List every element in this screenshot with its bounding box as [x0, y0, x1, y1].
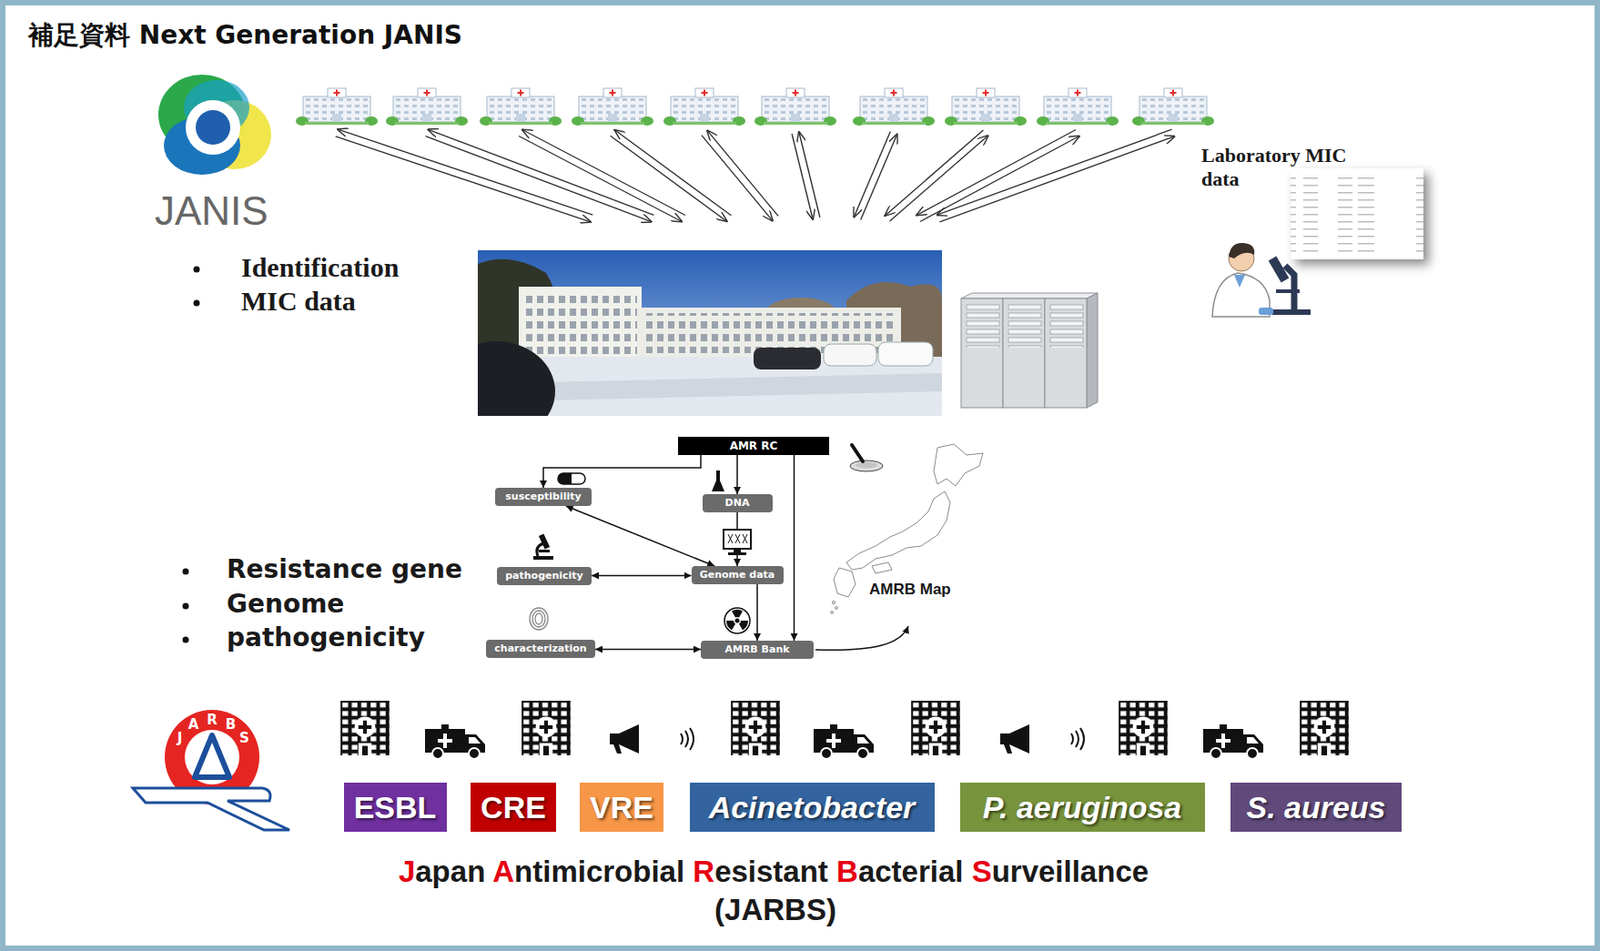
japan-map: [830, 444, 983, 614]
logo-letter: A: [188, 718, 200, 732]
initial-letter: R: [692, 854, 715, 889]
connector: [595, 648, 701, 651]
data-exchange-arrows: [335, 129, 1175, 223]
node-text: S. aureus: [1245, 791, 1386, 823]
building-photo: [477, 250, 942, 416]
center-box: AMR RC: [678, 436, 830, 456]
connector: [566, 506, 715, 567]
process-box: characterization: [486, 639, 596, 659]
janis-logo: [158, 74, 272, 175]
process-box: pathogenicity: [496, 567, 592, 586]
lab-table: [1290, 168, 1424, 260]
server-racks: [961, 293, 1098, 408]
logo-letter: R: [206, 713, 218, 728]
bullet-dots: [182, 266, 201, 644]
hospital-network-icons: [340, 700, 1349, 760]
pathogen-tag: S. aureus: [1230, 782, 1402, 832]
flask-icon: [711, 470, 725, 492]
node-text: Genome data: [698, 568, 777, 582]
connector: [736, 455, 739, 495]
pathogen-tag: CRE: [470, 782, 557, 832]
logo-letter: S: [239, 731, 250, 746]
initial-letter: S: [972, 854, 993, 889]
connector: [756, 584, 759, 641]
node-text: AMR RC: [685, 439, 822, 453]
bullet-item: pathogenicity: [226, 622, 426, 654]
node-text: VRE: [589, 791, 654, 823]
radiation-icon: [724, 607, 750, 634]
bullet-item: Identification: [241, 251, 399, 284]
map-label: AMRB Map: [867, 580, 953, 599]
connector: [793, 455, 796, 641]
node-text: characterization: [493, 642, 588, 656]
initial-letter: B: [836, 854, 859, 889]
connector: [543, 455, 701, 488]
initial-letter: A: [492, 854, 515, 889]
logo-letter: J: [177, 731, 183, 746]
bullet-item: Genome: [226, 588, 345, 620]
microscope-icon: [533, 533, 554, 560]
node-text: P. aeruginosa: [982, 791, 1183, 823]
process-box: Genome data: [691, 566, 784, 585]
capsule-icon: [557, 473, 586, 485]
map-arrow: [815, 626, 909, 650]
bullet-item: Resistance gene: [226, 554, 463, 586]
node-text: susceptibility: [502, 490, 585, 504]
node-text: AMRB Bank: [708, 643, 807, 657]
logo-wordmark: JANIS: [154, 191, 269, 232]
node-text: DNA: [709, 496, 766, 510]
process-box: AMRB Bank: [700, 640, 814, 659]
process-box: DNA: [702, 494, 773, 513]
node-text: ESBL: [354, 791, 437, 823]
source-label: Laboratory MIC data: [1201, 143, 1361, 193]
pathogen-tag: VRE: [579, 782, 664, 832]
pathogen-tag: ESBL: [344, 782, 447, 832]
node-text: CRE: [480, 791, 547, 823]
program-acronym: (JARBS): [714, 891, 837, 929]
program-name: Japan Antimicrobial Resistant Bacterial …: [398, 853, 1149, 891]
initial-letter: J: [398, 854, 416, 889]
fingerprint-icon: [529, 607, 548, 630]
logo-letter: B: [225, 718, 236, 732]
petri-dish-icon: [850, 445, 883, 472]
hospital-row: [295, 88, 1215, 126]
node-text: Acinetobacter: [708, 791, 916, 823]
pathogen-tag: P. aeruginosa: [960, 782, 1206, 832]
page-title: 補足資料 Next Generation JANIS: [28, 20, 463, 51]
jarbs-logo: [132, 709, 290, 831]
process-box: susceptibility: [495, 487, 592, 507]
monitor-icon: [723, 529, 751, 556]
pathogen-tag: Acinetobacter: [689, 782, 935, 832]
node-text: pathogenicity: [504, 569, 585, 583]
scientist-figure: [1212, 243, 1311, 317]
connector: [591, 575, 692, 578]
bullet-item: MIC data: [241, 284, 356, 318]
